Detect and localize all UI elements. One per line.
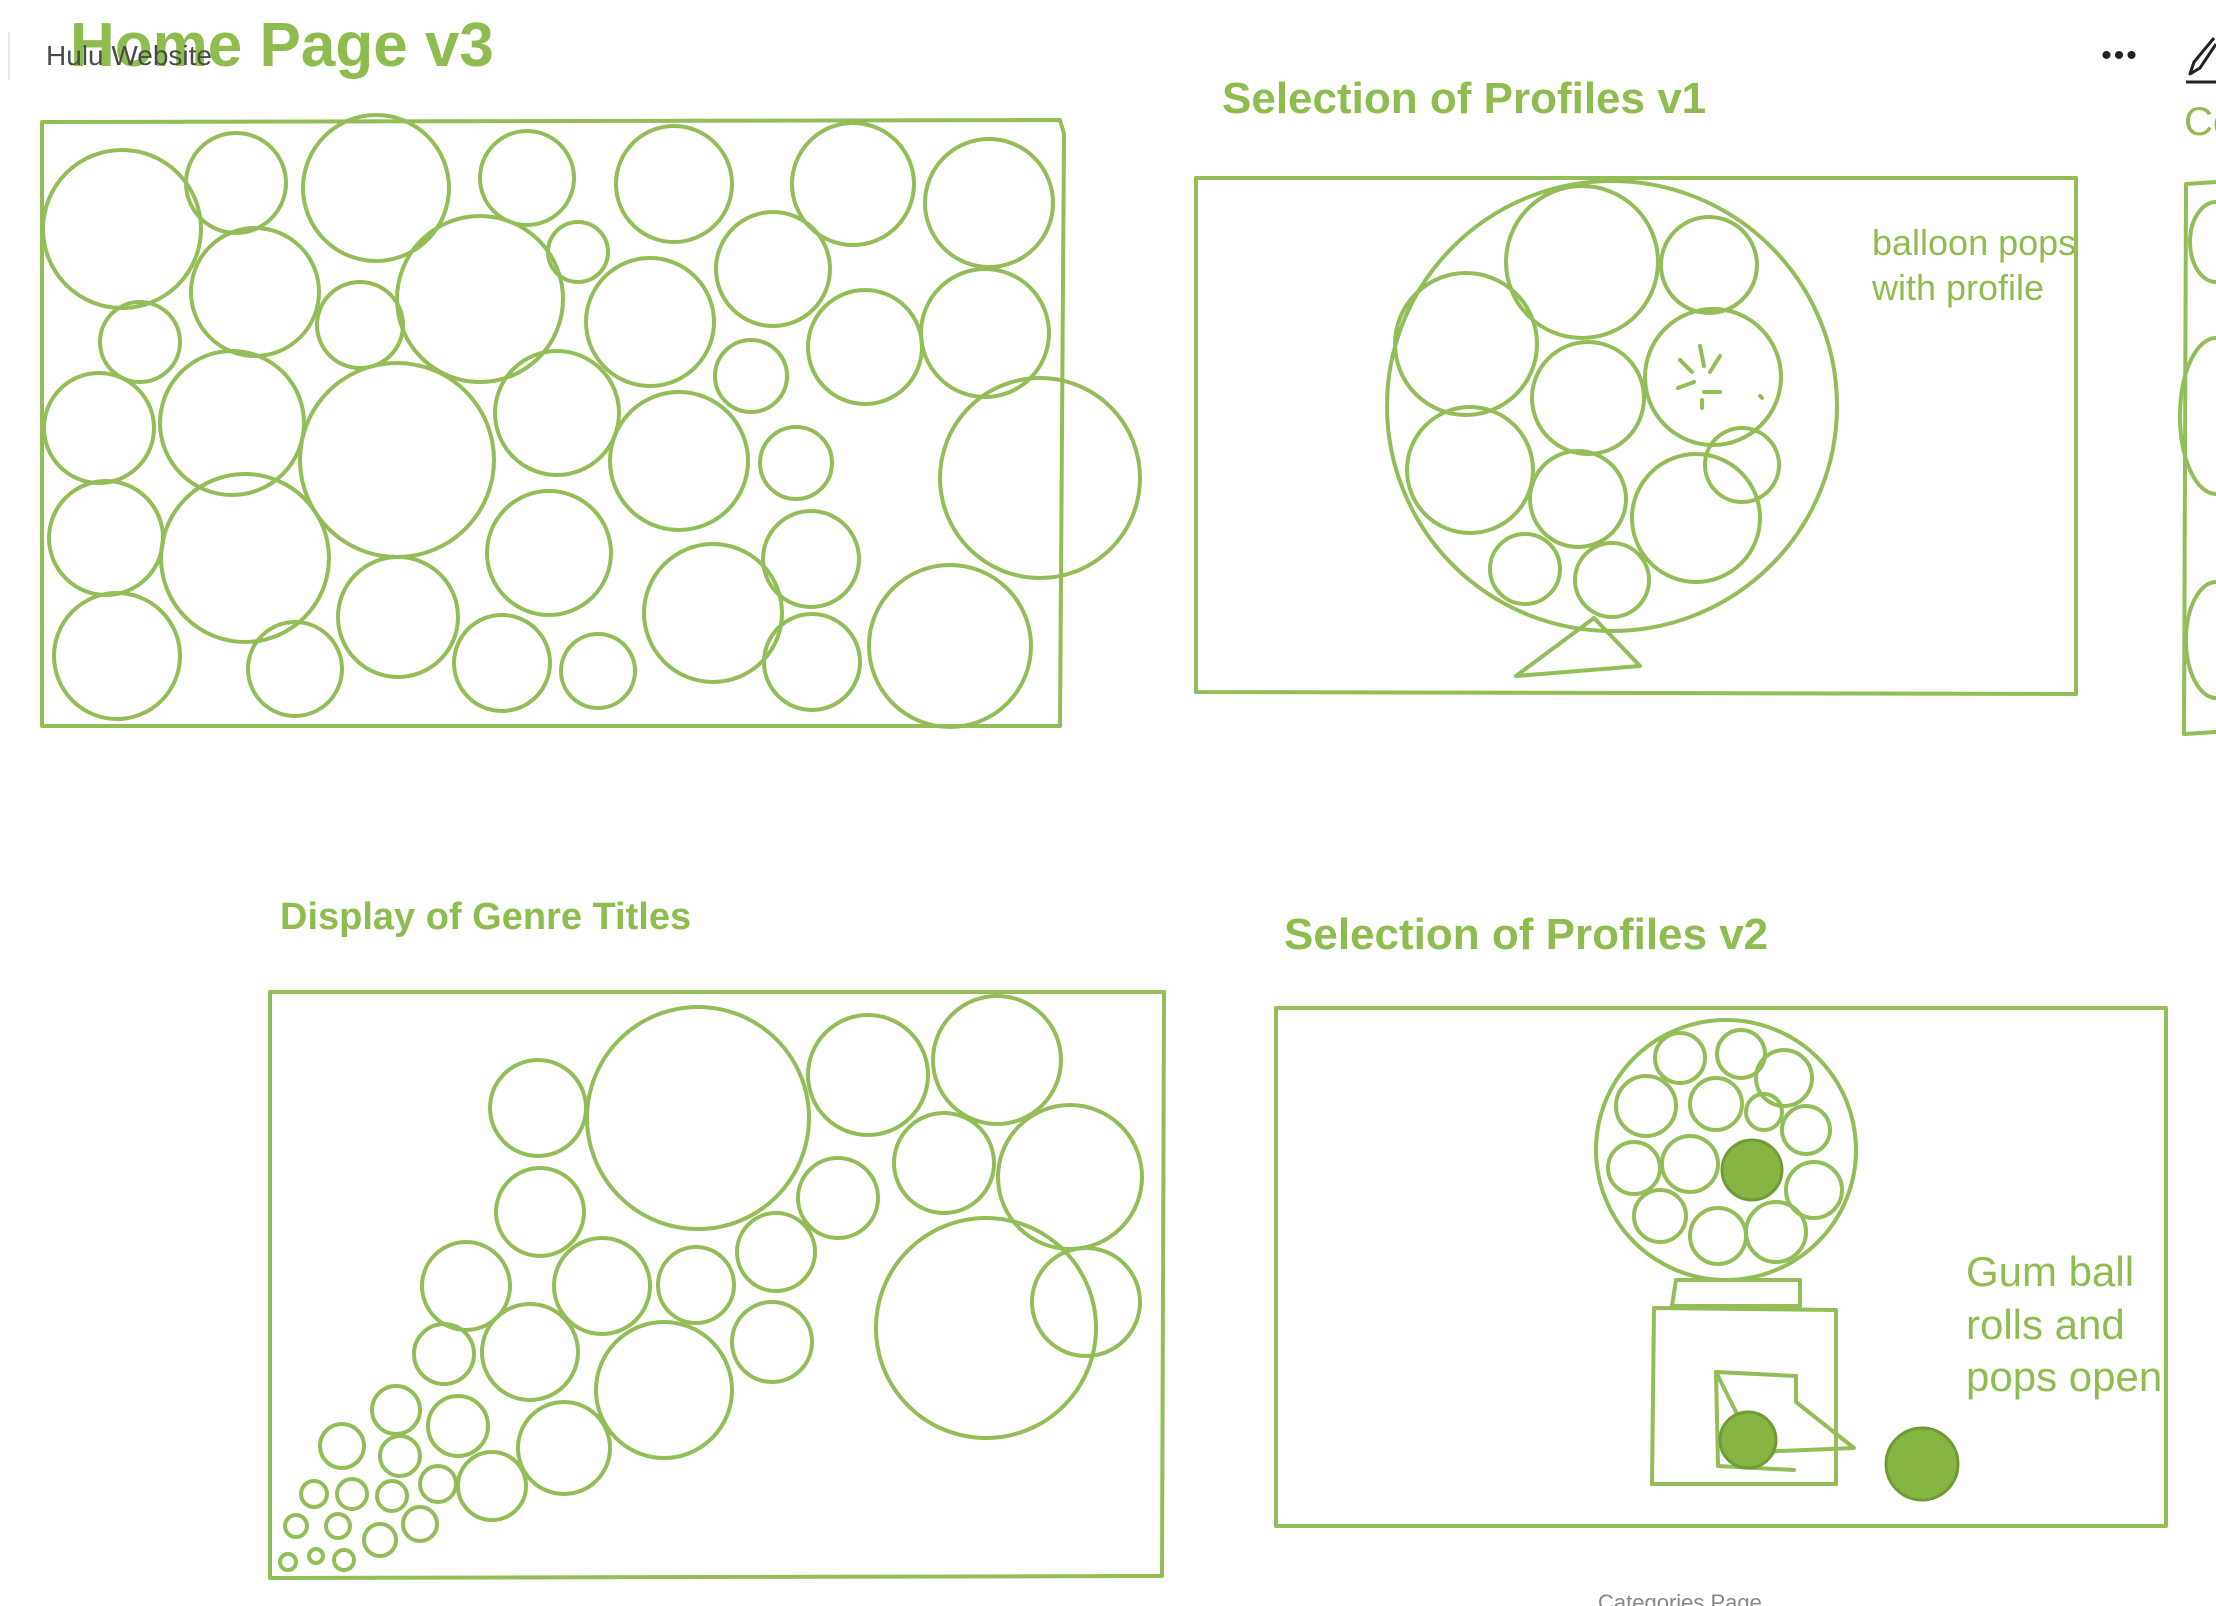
more-horizontal-icon: ••• <box>2101 39 2139 72</box>
genre-bubbles <box>278 994 1144 1572</box>
frame-title-cut-off[interactable]: Co <box>2184 100 2216 144</box>
pen-icon <box>2186 37 2216 84</box>
gumball-machine-sketch <box>1594 1018 1960 1502</box>
pen-tool-button[interactable] <box>2186 30 2216 86</box>
frame-genre[interactable] <box>268 990 1166 1580</box>
frame-cut-off[interactable] <box>2178 180 2216 736</box>
popped-gumball <box>1884 1426 1960 1502</box>
frame-title-profiles-v1[interactable]: Selection of Profiles v1 <box>1222 74 1707 123</box>
categories-page-caption[interactable]: Categories Page <box>1598 1590 1762 1606</box>
toolbar-edge <box>8 32 10 80</box>
frame-profiles-v1[interactable] <box>1194 176 2078 696</box>
frame-title-home[interactable]: Home Page v3 <box>70 11 494 80</box>
frame-home[interactable] <box>40 113 1142 729</box>
rolling-gumball <box>1718 1410 1778 1470</box>
frame-title-profiles-v2[interactable]: Selection of Profiles v2 <box>1284 910 1769 959</box>
note-balloon-pops[interactable]: balloon pops with profile <box>1872 222 2077 308</box>
more-options-button[interactable]: ••• <box>2090 36 2150 76</box>
frame-profiles-v2[interactable] <box>1274 1006 2168 1528</box>
note-gum-ball[interactable]: Gum ball rolls and pops open <box>1966 1248 2163 1400</box>
home-bubbles <box>41 113 1142 729</box>
frame-title-genre[interactable]: Display of Genre Titles <box>280 896 692 938</box>
selected-gumball <box>1720 1138 1784 1202</box>
balloon-sketch <box>1385 179 1839 678</box>
document-title[interactable]: Hulu Website <box>46 40 213 71</box>
pop-burst-icon <box>1676 344 1764 410</box>
